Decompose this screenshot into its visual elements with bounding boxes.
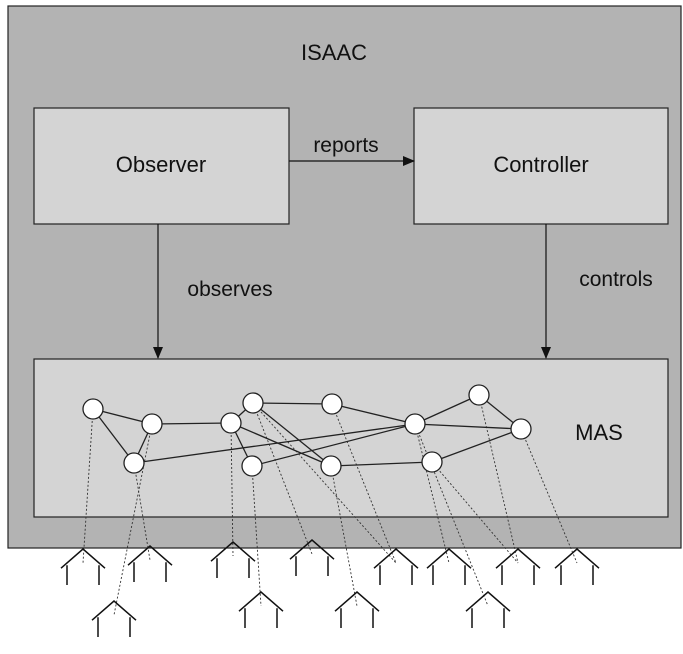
house-icon [373,548,419,585]
network-edge [252,402,333,405]
agent-house-link [331,403,397,564]
network-edge [133,423,416,464]
agent-node [242,392,264,414]
house-icon [495,548,541,585]
house-icon [60,548,106,585]
network-edge [414,394,480,425]
agent-house-link [520,428,578,564]
agent-node [320,455,342,477]
network-edge [92,408,135,464]
controller-box [413,107,669,225]
agent-node [241,455,263,477]
house-icon [426,548,472,585]
controller-label: Controller [493,152,588,177]
network-edge [431,428,522,463]
agent-node [82,398,104,420]
agent-node [510,418,532,440]
agent-house-link [133,462,151,561]
agent-house-link [252,402,313,555]
house-icon [91,600,137,637]
agent-node [321,393,343,415]
isaac-title: ISAAC [301,40,367,65]
network-edge [414,423,522,430]
observes-label: observes [187,278,272,301]
agent-house-link [251,465,262,607]
observer-box [33,107,290,225]
agent-node [404,413,426,435]
agent-node [468,384,490,406]
agent-node [421,451,443,473]
network-edge [151,422,232,425]
mas-box [33,358,669,518]
reports-label: reports [313,134,378,157]
house-icon [238,591,284,628]
house-icon [210,541,256,578]
house-icon [289,539,335,576]
agent-nodes [82,384,532,477]
agent-house-link [113,423,153,616]
house-icon [334,591,380,628]
agent-house-link [478,394,519,564]
network-edge [230,422,332,467]
agent-house-link [82,408,94,564]
network-edge [251,423,416,467]
network-edge [252,402,332,467]
house-icon [465,591,511,628]
network-edge [330,461,433,467]
agent-node [141,413,163,435]
network-edge [331,403,416,425]
controls-label: controls [579,268,653,291]
mas-label: MAS [575,420,623,445]
house-icon [127,545,173,582]
observer-label: Observer [116,152,206,177]
agent-node [123,452,145,474]
house-icon [554,548,600,585]
houses [60,539,600,637]
agent-node [220,412,242,434]
